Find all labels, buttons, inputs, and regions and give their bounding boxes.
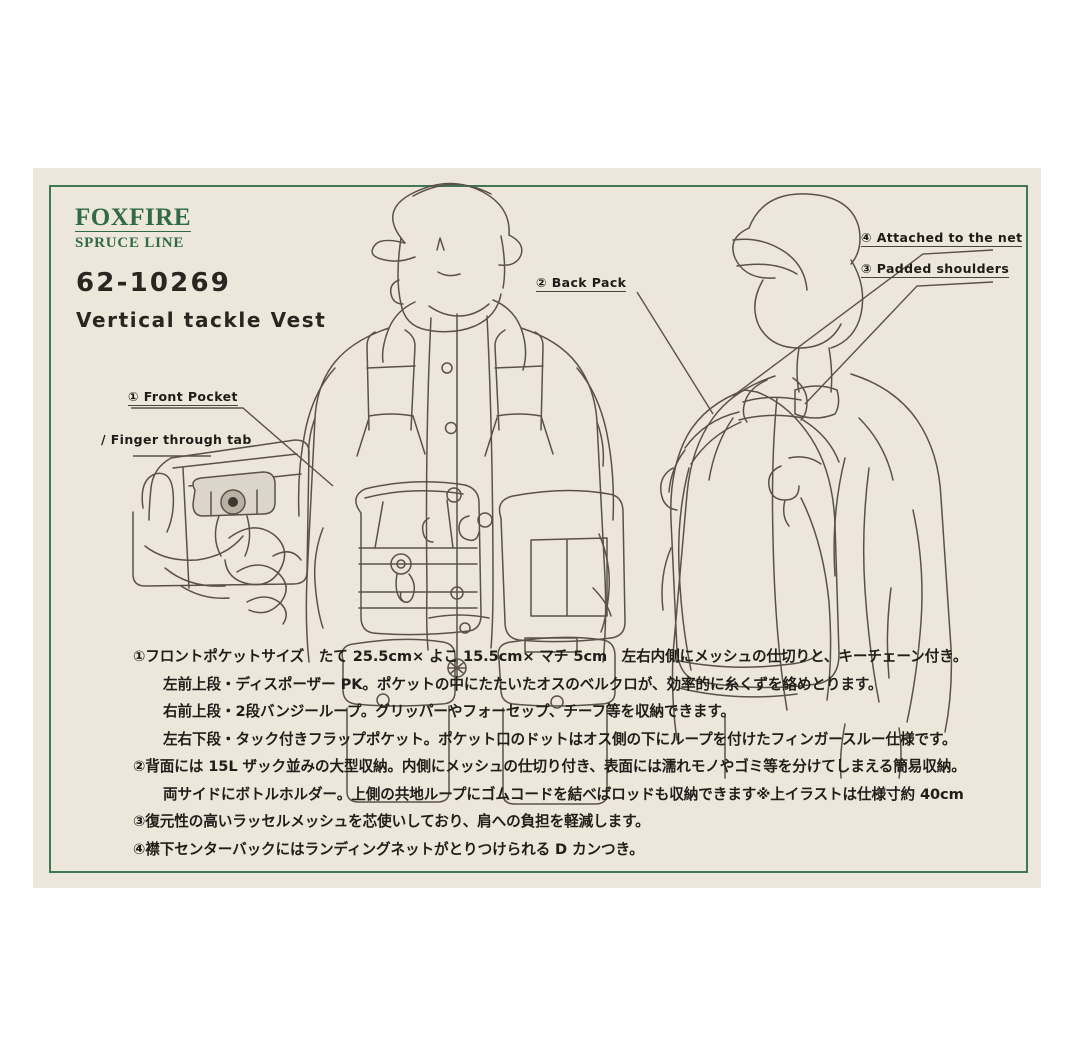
spec-description-list: ①フロントポケットサイズ たて 25.5cm× よこ 15.5cm× マチ 5c… bbox=[133, 643, 1013, 863]
callout-finger-through-tab: / Finger through tab bbox=[101, 432, 252, 447]
brand-name: FOXFIRE bbox=[75, 204, 191, 232]
callout-attached-to-the-net: ④ Attached to the net bbox=[861, 230, 1023, 247]
callout-back-pack: ② Back Pack bbox=[536, 275, 627, 292]
model-code: 62-10269 bbox=[76, 268, 232, 298]
callout-padded-shoulders: ③ Padded shoulders bbox=[861, 261, 1010, 278]
spec-line: ④襟下センターバックにはランディングネットがとりつけられる D カンつき。 bbox=[133, 840, 644, 858]
card-green-frame bbox=[49, 185, 1028, 873]
spec-line: ①フロントポケットサイズ たて 25.5cm× よこ 15.5cm× マチ 5c… bbox=[133, 648, 968, 665]
spec-line: 右前上段・2段バンジーループ。グリッパーやフォーセップ、チーフ等を収納できます。 bbox=[163, 703, 735, 720]
callout-front-pocket: ① Front Pocket bbox=[128, 389, 238, 406]
spec-line: 左前上段・ディスポーザー PK。ポケットの中にたたいたオスのベルクロが、効率的に… bbox=[163, 675, 883, 693]
spec-line: 左右下段・タック付きフラップポケット。ポケット口のドットはオス側の下にループを付… bbox=[163, 730, 957, 748]
page-title: Vertical tackle Vest bbox=[76, 308, 327, 332]
spec-line: ②背面には 15L ザック並みの大型収納。内側にメッシュの仕切り付き、表面には濡… bbox=[133, 758, 966, 775]
brand-subtitle: SPRUCE LINE bbox=[75, 235, 185, 251]
spec-line: ③復元性の高いラッセルメッシュを芯使いしており、肩への負担を軽減します。 bbox=[133, 813, 650, 830]
brand-block: FOXFIRE SPRUCE LINE bbox=[75, 205, 335, 252]
spec-line: 両サイドにボトルホルダー。上側の共地ループにゴムコードを結べばロッドも収納できま… bbox=[163, 785, 964, 803]
